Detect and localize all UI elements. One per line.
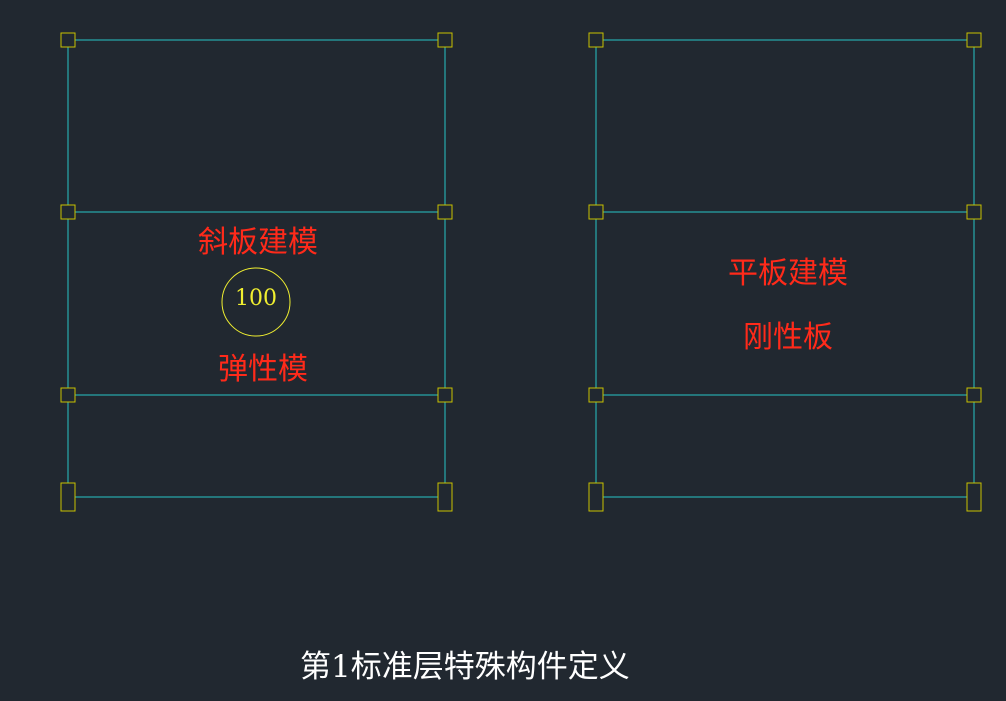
- node-marker[interactable]: [60, 32, 76, 48]
- node-marker[interactable]: [966, 387, 982, 403]
- slab-marker-circle[interactable]: [221, 267, 291, 337]
- right-panel-beams: [595, 39, 975, 498]
- node-marker[interactable]: [60, 204, 76, 220]
- node-marker[interactable]: [588, 32, 604, 48]
- slope-slab-label: 斜板建模: [198, 225, 318, 260]
- right-panel-nodes: [588, 32, 982, 512]
- node-marker[interactable]: [60, 387, 76, 403]
- node-marker[interactable]: [966, 32, 982, 48]
- left-panel-beams: [67, 39, 446, 498]
- elastic-model-label: 弹性模: [218, 352, 308, 387]
- flat-slab-label: 平板建模: [728, 256, 848, 291]
- column-marker[interactable]: [966, 482, 982, 512]
- drawing-title: 第1标准层特殊构件定义: [300, 649, 630, 685]
- rigid-slab-label: 刚性板: [743, 320, 833, 355]
- slab-marker-value: 100: [235, 286, 277, 311]
- column-marker[interactable]: [437, 482, 453, 512]
- node-marker[interactable]: [437, 204, 453, 220]
- node-marker[interactable]: [588, 204, 604, 220]
- left-panel-nodes: [60, 32, 453, 512]
- node-marker[interactable]: [588, 387, 604, 403]
- column-marker[interactable]: [588, 482, 604, 512]
- node-marker[interactable]: [437, 387, 453, 403]
- column-marker[interactable]: [60, 482, 76, 512]
- node-marker[interactable]: [966, 204, 982, 220]
- node-marker[interactable]: [437, 32, 453, 48]
